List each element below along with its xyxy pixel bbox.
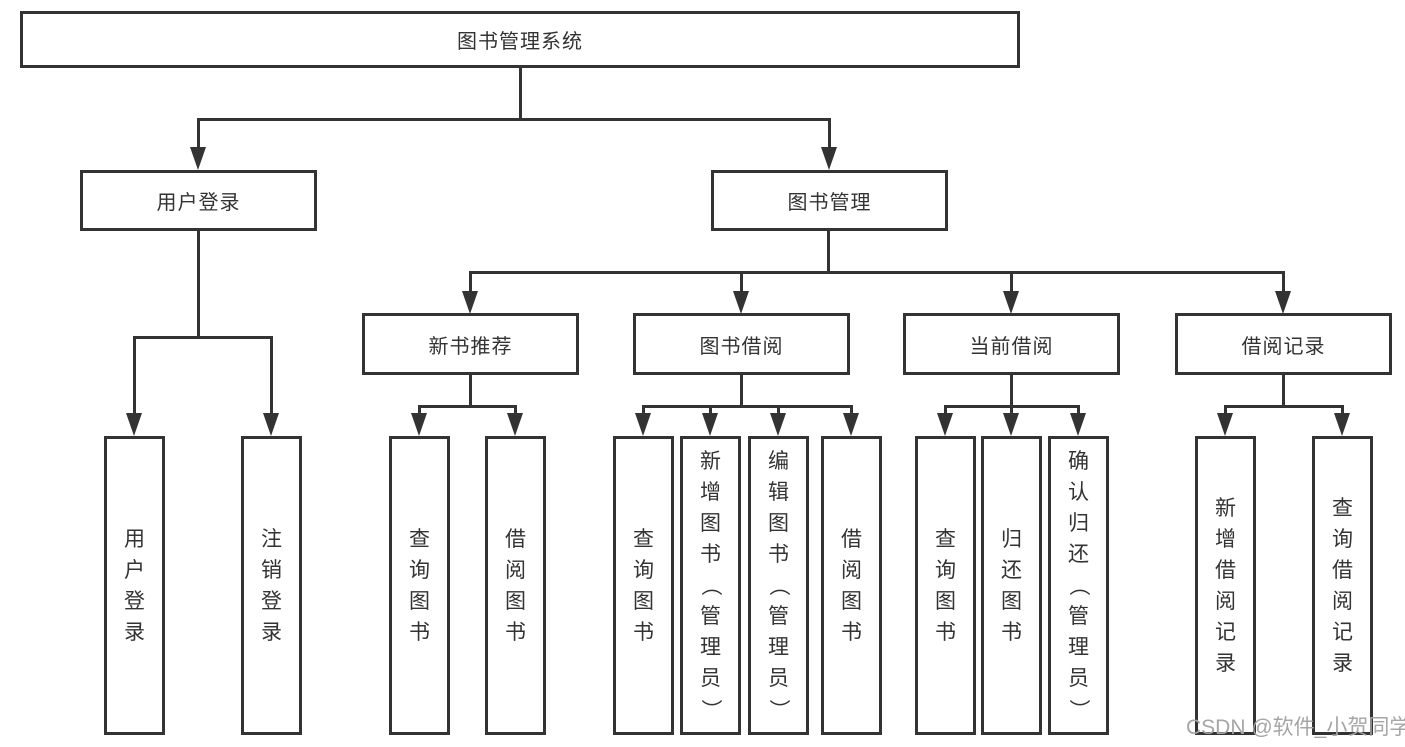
- node-label: 新增图书（管理员）: [699, 450, 722, 720]
- node-leaf-query-books: 查询图书: [613, 436, 674, 735]
- connector-line: [197, 118, 831, 121]
- node-label: 编辑图书（管理员）: [767, 450, 790, 720]
- node-leaf-add-book-admin: 新增图书（管理员）: [680, 436, 741, 735]
- arrow-down-icon: [770, 413, 786, 436]
- connector-line: [1341, 405, 1344, 415]
- arrow-down-icon: [733, 291, 749, 314]
- arrow-down-icon: [462, 291, 478, 314]
- connector-line: [469, 271, 472, 293]
- connector-line: [1010, 375, 1013, 408]
- arrow-down-icon: [1217, 413, 1233, 436]
- connector-line: [740, 375, 743, 408]
- connector-line: [944, 405, 947, 415]
- node-leaf-borrow-books: 借阅图书: [485, 436, 546, 735]
- node-leaf-confirm-return-admin: 确认归还（管理员）: [1048, 436, 1109, 735]
- connector-line: [197, 118, 200, 150]
- connector-line: [709, 405, 712, 415]
- node-label: 图书借阅: [699, 335, 784, 358]
- node-leaf-add-borrow-record: 新增借阅记录: [1195, 436, 1256, 735]
- connector-line: [270, 336, 273, 415]
- connector-line: [469, 271, 1285, 274]
- arrow-down-icon: [702, 413, 718, 436]
- connector-line: [740, 271, 743, 293]
- node-current-borrow: 当前借阅: [903, 313, 1120, 375]
- connector-line: [777, 405, 780, 415]
- connector-line: [642, 405, 853, 408]
- connector-line: [1282, 271, 1285, 293]
- connector-line: [1224, 405, 1344, 408]
- node-book-management: 图书管理: [711, 170, 948, 231]
- node-leaf-edit-book-admin: 编辑图书（管理员）: [748, 436, 809, 735]
- arrow-down-icon: [507, 413, 523, 436]
- arrow-down-icon: [126, 413, 142, 436]
- connector-line: [642, 405, 645, 415]
- node-label: 新书推荐: [428, 335, 513, 358]
- arrow-down-icon: [411, 413, 427, 436]
- node-root: 图书管理系统: [20, 11, 1020, 68]
- connector-line: [1010, 405, 1013, 415]
- node-label: 图书管理: [787, 192, 872, 214]
- connector-line: [469, 375, 472, 408]
- node-label: 借阅图书: [841, 527, 862, 644]
- node-label: 用户登录: [124, 527, 145, 644]
- connector-line: [519, 68, 522, 121]
- connector-line: [514, 405, 517, 415]
- connector-line: [1224, 405, 1227, 415]
- connector-line: [133, 336, 136, 415]
- node-label: 新增借阅记录: [1215, 496, 1236, 675]
- arrow-down-icon: [635, 413, 651, 436]
- node-leaf-return-books: 归还图书: [981, 436, 1042, 735]
- node-leaf-borrow-books: 借阅图书: [821, 436, 882, 735]
- node-label: 查询借阅记录: [1332, 496, 1353, 675]
- arrow-down-icon: [1334, 413, 1350, 436]
- node-label: 归还图书: [1001, 527, 1022, 644]
- node-label: 借阅记录: [1241, 335, 1326, 358]
- connector-line: [850, 405, 853, 415]
- arrow-down-icon: [1003, 413, 1019, 436]
- connector-line: [1282, 375, 1285, 408]
- node-borrow-records: 借阅记录: [1175, 313, 1392, 375]
- arrow-down-icon: [1275, 291, 1291, 314]
- node-label: 当前借阅: [969, 335, 1054, 358]
- connector-line: [418, 405, 517, 408]
- node-leaf-logout: 注销登录: [241, 436, 302, 735]
- node-book-borrow: 图书借阅: [633, 313, 850, 375]
- node-user-login: 用户登录: [80, 170, 317, 231]
- node-label: 图书管理系统: [457, 31, 583, 53]
- connector-line: [133, 336, 273, 339]
- connector-line: [827, 231, 830, 274]
- arrow-down-icon: [263, 413, 279, 436]
- node-label: 注销登录: [261, 527, 282, 644]
- node-new-book-recommend: 新书推荐: [362, 313, 579, 375]
- connector-line: [418, 405, 421, 415]
- node-label: 用户登录: [156, 192, 241, 214]
- arrow-down-icon: [1070, 413, 1086, 436]
- watermark: CSDN @软件_小贺同学: [1186, 716, 1405, 739]
- node-label: 查询图书: [633, 527, 654, 644]
- arrow-down-icon: [821, 147, 837, 170]
- node-label: 查询图书: [935, 527, 956, 644]
- node-label: 查询图书: [409, 527, 430, 644]
- node-leaf-query-books: 查询图书: [389, 436, 450, 735]
- arrow-down-icon: [937, 413, 953, 436]
- node-label: 确认归还（管理员）: [1067, 450, 1090, 720]
- connector-line: [197, 231, 200, 339]
- arrow-down-icon: [843, 413, 859, 436]
- arrow-down-icon: [1003, 291, 1019, 314]
- node-leaf-query-books: 查询图书: [915, 436, 976, 735]
- node-label: 借阅图书: [505, 527, 526, 644]
- connector-line: [828, 118, 831, 150]
- connector-line: [1077, 405, 1080, 415]
- node-leaf-query-borrow-record: 查询借阅记录: [1312, 436, 1373, 735]
- connector-line: [1010, 271, 1013, 293]
- node-leaf-user-login: 用户登录: [104, 436, 165, 735]
- arrow-down-icon: [190, 147, 206, 170]
